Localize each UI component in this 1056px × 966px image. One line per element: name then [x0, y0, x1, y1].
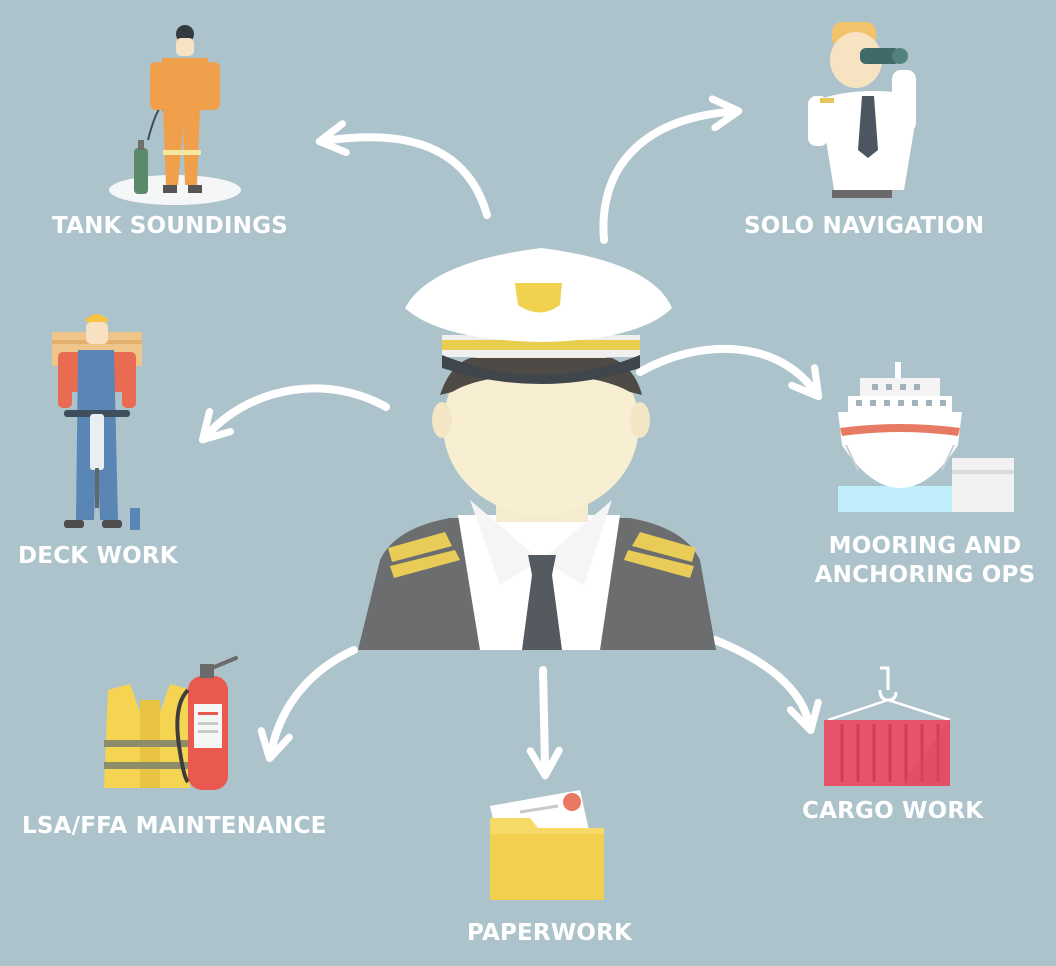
label-deck-work: DECK WORK: [18, 543, 178, 569]
arrow-to-paperwork: [526, 666, 563, 780]
arrow-to-tank-soundings: [315, 120, 491, 219]
arrow-to-deck-work: [198, 384, 390, 444]
arrow-to-cargo-work: [711, 636, 822, 735]
label-mooring-line-2: ANCHORING OPS: [814, 562, 1036, 588]
label-solo-navigation: SOLO NAVIGATION: [744, 213, 985, 239]
arrow-to-lsa-ffa: [257, 646, 358, 763]
label-paperwork: PAPERWORK: [467, 920, 633, 946]
deck-worker-icon: [52, 314, 142, 530]
lifejacket-extinguisher-icon: [104, 656, 238, 790]
arrow-to-mooring: [636, 344, 823, 401]
ship-berthed-icon: [838, 362, 1014, 512]
sounding-worker-icon: [109, 25, 241, 205]
label-tank-soundings: TANK SOUNDINGS: [52, 213, 288, 239]
container-icon: [824, 666, 951, 786]
label-mooring-anchoring: MOORING AND ANCHORING OPS: [814, 532, 1036, 590]
label-lsa-ffa-maintenance: LSA/FFA MAINTENANCE: [22, 813, 327, 839]
label-cargo-work: CARGO WORK: [802, 798, 984, 824]
arrow-to-solo-navigation: [599, 95, 743, 244]
ship-officer-icon: [358, 248, 716, 650]
label-mooring-line-1: MOORING AND: [828, 533, 1022, 559]
binoculars-officer-icon: [808, 22, 916, 198]
folder-icon: [490, 790, 604, 900]
